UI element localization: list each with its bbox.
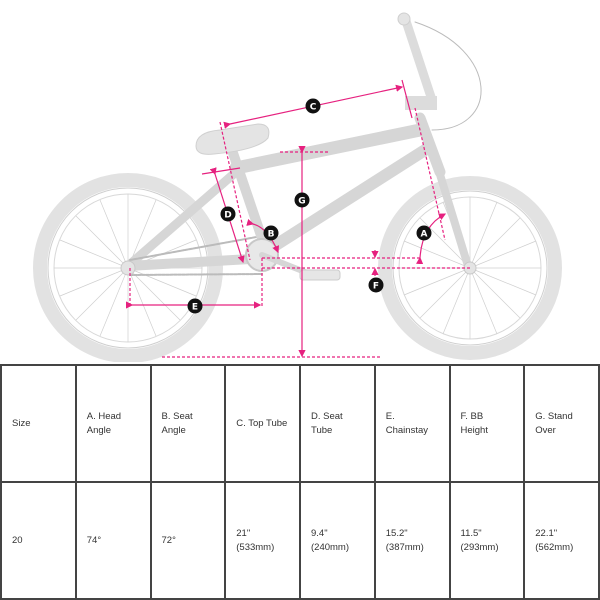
header-top-tube: C. Top Tube [224,364,301,483]
svg-text:F: F [373,282,379,292]
cell-head-angle: 74° [74,481,152,600]
header-chainstay: E. Chainstay [373,364,451,483]
marker-e: E [187,298,203,314]
svg-text:D: D [224,211,231,221]
svg-text:A: A [421,230,428,240]
table-header-row: Size A. Head Angle B. Seat Angle C. Top … [0,364,600,483]
cell-chainstay: 15.2" (387mm) [373,481,451,600]
marker-b: B [263,225,279,241]
geometry-table: Size A. Head Angle B. Seat Angle C. Top … [0,364,600,600]
header-seat-tube: D. Seat Tube [299,364,376,483]
marker-c: C [305,98,321,114]
table-row: 20 74° 72° 21" (533mm) 9.4" (240mm) 15.2… [0,481,600,600]
cell-top-tube: 21" (533mm) [224,481,301,600]
header-bb-height: F. BB Height [448,364,526,483]
svg-text:E: E [192,303,198,313]
marker-d: D [220,206,236,222]
bike-geometry-diagram: C D G B E F A [33,12,562,363]
marker-f: F [368,277,384,293]
marker-a: A [416,225,432,241]
marker-g: G [294,192,310,208]
header-head-angle: A. Head Angle [74,364,152,483]
cell-stand-over: 22.1" (562mm) [523,481,600,600]
cell-size: 20 [0,481,77,600]
cell-bb-height: 11.5" (293mm) [448,481,526,600]
header-stand-over: G. Stand Over [523,364,600,483]
cell-seat-angle: 72° [149,481,227,600]
svg-text:C: C [310,103,317,113]
cell-seat-tube: 9.4" (240mm) [299,481,376,600]
header-size: Size [0,364,77,483]
bike-frame [120,12,482,281]
svg-text:B: B [268,230,275,240]
svg-text:G: G [298,197,305,207]
header-seat-angle: B. Seat Angle [149,364,227,483]
